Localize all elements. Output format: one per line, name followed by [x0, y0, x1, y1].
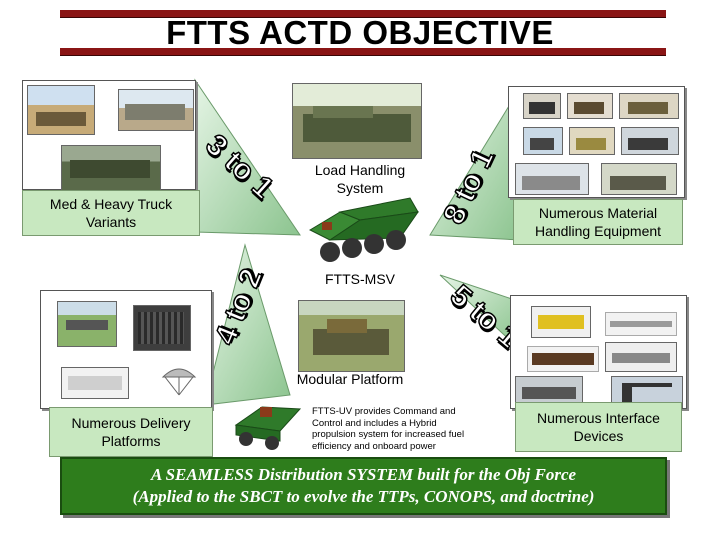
- equipment-photo-3: [619, 93, 679, 119]
- truck-photo-3: [61, 145, 161, 191]
- title-bar-bottom: [60, 48, 666, 56]
- equipment-photo-7: [515, 163, 589, 195]
- load-handling-line-2: System: [336, 180, 384, 196]
- banner-line-1: A SEAMLESS Distribution SYSTEM built for…: [150, 465, 577, 484]
- truck-variants-line-1: Med & Heavy Truck: [49, 196, 173, 212]
- equipment-photo-5: [569, 127, 615, 155]
- truck-photo-2: [118, 89, 194, 131]
- modular-platform-label: Modular Platform: [296, 371, 404, 387]
- material-handling-line-2: Handling Equipment: [534, 223, 662, 239]
- equipment-photo-8: [601, 163, 677, 195]
- delivery-platforms-label: Numerous Delivery Platforms: [49, 407, 213, 457]
- uv-description-line-4: efficiency and onboard power: [312, 440, 436, 452]
- load-handling-line-1: Load Handling: [314, 162, 406, 178]
- container-photo: [133, 305, 191, 351]
- truck-variants-line-2: Variants: [85, 214, 137, 230]
- title-bar-top: [60, 10, 666, 18]
- delivery-platforms-line-1: Numerous Delivery: [71, 415, 191, 431]
- material-handling-line-1: Numerous Material: [538, 205, 658, 221]
- interface-devices-label: Numerous Interface Devices: [515, 402, 682, 452]
- uv-vehicle: [234, 406, 302, 450]
- truck-variants-label: Med & Heavy Truck Variants: [22, 190, 200, 236]
- mat-photo: [527, 346, 599, 372]
- roller-photo: [605, 342, 677, 372]
- platform-photo-1: [57, 301, 117, 347]
- equipment-photo-2: [567, 93, 613, 119]
- equipment-photo-1: [523, 93, 561, 119]
- summary-banner: A SEAMLESS Distribution SYSTEM built for…: [60, 457, 667, 515]
- page-title: FTTS ACTD OBJECTIVE: [166, 14, 554, 51]
- msv-label: FTTS-MSV: [325, 271, 395, 287]
- uv-description: FTTS-UV provides Command and Control and…: [312, 406, 502, 452]
- load-handling-label: Load Handling System: [296, 161, 424, 197]
- equipment-photo-6: [621, 127, 679, 155]
- rail-photo: [605, 312, 677, 336]
- banner-line-2: (Applied to the SBCT to evolve the TTPs,…: [132, 487, 595, 506]
- load-handling-photo: [292, 83, 422, 159]
- modular-platform-photo: [298, 300, 405, 372]
- truck-panel: [22, 80, 196, 191]
- interface-devices-panel: [510, 295, 687, 409]
- wedge-bottom-left: [204, 243, 291, 406]
- uv-description-line-2: Control and includes a Hybrid: [312, 417, 437, 429]
- msv-vehicle: [308, 197, 420, 262]
- delivery-platform-panel: [40, 290, 212, 409]
- truck-photo-1: [27, 85, 95, 135]
- uv-description-line-1: FTTS-UV provides Command and: [312, 406, 456, 417]
- delivery-platforms-line-2: Platforms: [101, 433, 161, 449]
- uv-description-line-3: propulsion system for increased fuel: [312, 429, 465, 440]
- interface-devices-line-2: Devices: [573, 428, 624, 444]
- parachute-photo: [159, 361, 199, 401]
- equipment-photo-4: [523, 127, 563, 155]
- platform-photo-2: [61, 367, 129, 399]
- material-handling-panel: [508, 86, 685, 198]
- ramp-photo: [531, 306, 591, 338]
- material-handling-label: Numerous Material Handling Equipment: [513, 199, 683, 245]
- interface-devices-line-1: Numerous Interface: [537, 410, 660, 426]
